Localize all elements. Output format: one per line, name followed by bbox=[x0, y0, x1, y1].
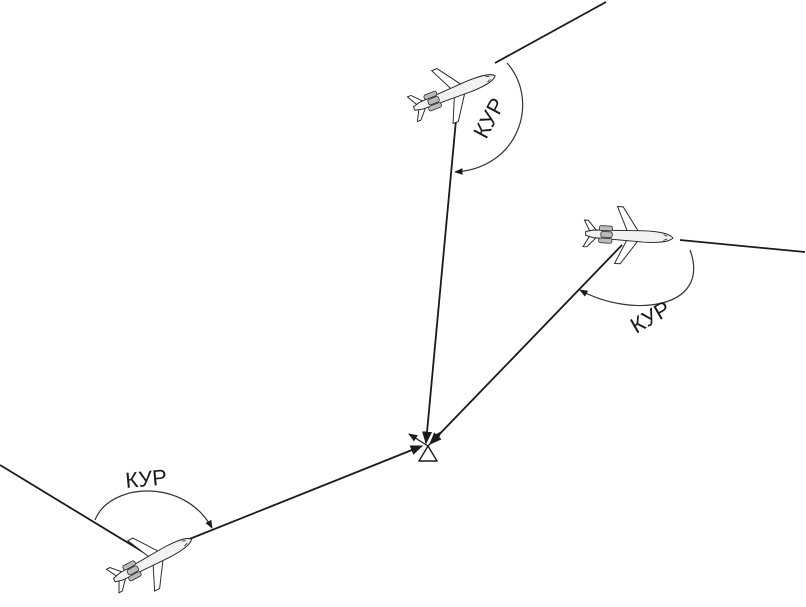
bearing-line-right bbox=[429, 244, 623, 445]
kur-arc-right bbox=[579, 249, 695, 307]
kur-label-right: КУР bbox=[626, 296, 675, 339]
radio-beacon-icon bbox=[408, 431, 442, 462]
airplane-icon-right bbox=[581, 204, 675, 267]
bearing-line-left bbox=[171, 445, 424, 547]
airplane-icon-left bbox=[98, 513, 206, 607]
kur-label-top: КУР bbox=[468, 94, 510, 143]
kur-arc-top bbox=[454, 62, 524, 175]
kur-label-left: КУР bbox=[124, 464, 168, 493]
heading-line-right bbox=[679, 239, 806, 253]
bearing-line-top bbox=[422, 119, 457, 445]
kur-arc-left bbox=[94, 490, 213, 529]
heading-line-left bbox=[0, 464, 149, 556]
heading-line-top bbox=[494, 1, 607, 64]
